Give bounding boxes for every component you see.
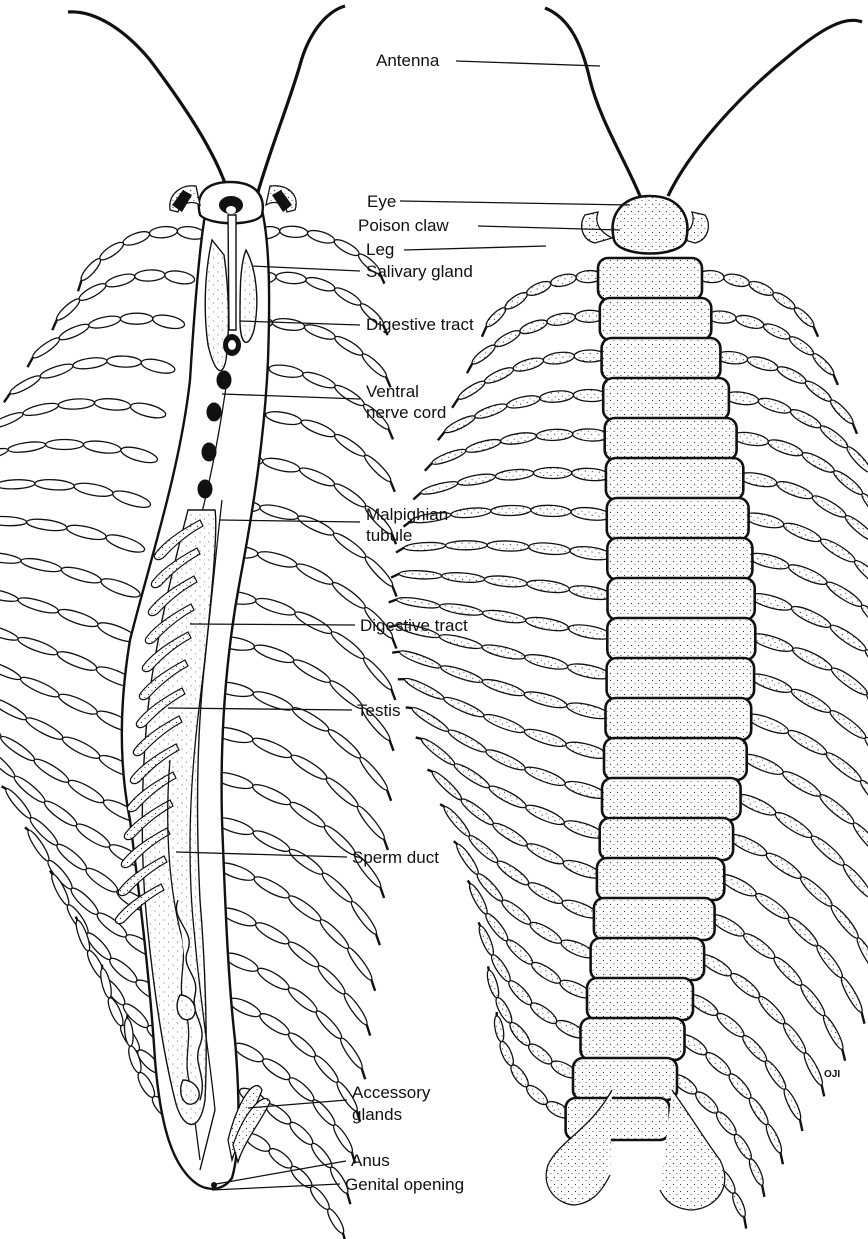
label-ventral-nerve-cord-1: Ventral <box>366 382 419 401</box>
ext-leg-right-18 <box>697 951 825 1097</box>
label-leg: Leg <box>366 240 394 259</box>
trunk-segment-5 <box>605 418 737 460</box>
trunk-segment-8 <box>607 538 752 580</box>
internal-view <box>0 6 397 1239</box>
ext-leg-right-19 <box>686 991 804 1131</box>
leg-left-6 <box>0 439 159 467</box>
poison-claw-left-ext <box>582 212 612 243</box>
leg-left-3 <box>28 313 186 368</box>
trunk-segment-1 <box>598 258 702 300</box>
leg-left-7 <box>0 478 152 510</box>
artist-signature: OJI <box>824 1069 840 1080</box>
ext-leg-right-17 <box>708 911 846 1061</box>
anus-marker <box>211 1182 217 1188</box>
leg-left-9 <box>0 548 142 600</box>
label-testis: Testis <box>357 701 400 720</box>
right-antennae <box>545 8 862 196</box>
label-accessory-glands-2: glands <box>352 1105 402 1124</box>
label-eye: Eye <box>367 192 396 211</box>
trunk-segment-7 <box>607 498 749 540</box>
trunk-segment-10 <box>607 618 755 660</box>
label-poison-claw: Poison claw <box>358 216 449 235</box>
trunk-segment-21 <box>573 1058 677 1100</box>
label-malpighian-tubule-2: tubule <box>366 526 412 545</box>
trunk-segment-9 <box>608 578 755 620</box>
trunk-segment-17 <box>594 898 715 940</box>
ext-leg-right-15 <box>726 831 868 986</box>
ext-leg-right-16 <box>718 871 865 1024</box>
trunk-segment-6 <box>606 458 743 500</box>
trunk-segment-15 <box>600 818 733 860</box>
foregut-tube <box>228 215 236 330</box>
leg-right-15 <box>215 859 375 991</box>
trunk-segment-4 <box>603 378 729 420</box>
leg-right-16 <box>218 904 370 1035</box>
leg-right-17 <box>222 949 365 1079</box>
label-ventral-nerve-cord-2: nerve cord <box>366 403 446 422</box>
ext-leg-left-5 <box>425 428 609 471</box>
leg-left-8 <box>0 516 146 556</box>
label-accessory-glands-1: Accessory <box>352 1083 431 1102</box>
label-sperm-duct: Sperm duct <box>352 848 439 867</box>
label-salivary-gland: Salivary gland <box>366 262 473 281</box>
leg-right-14 <box>213 814 380 945</box>
ext-leg-left-8 <box>396 540 612 562</box>
trunk-segment-19 <box>587 978 693 1020</box>
trunk-segment-18 <box>591 938 705 980</box>
label-digestive-tract-upper: Digestive tract <box>366 315 474 334</box>
ext-leg-right-2 <box>707 310 838 385</box>
label-anus: Anus <box>351 1151 390 1170</box>
label-digestive-tract-lower: Digestive tract <box>360 616 468 635</box>
trunk-segment-12 <box>606 698 752 740</box>
trunk-segment-2 <box>600 298 712 340</box>
label-malpighian-tubule-1: Malpighian <box>366 505 448 524</box>
trunk-segment-14 <box>602 778 741 820</box>
label-antenna: Antenna <box>376 51 440 70</box>
trunk-segment-20 <box>581 1018 685 1060</box>
ext-leg-left-9 <box>391 570 612 602</box>
leg-left-5 <box>0 397 167 435</box>
trunk-segment-13 <box>604 738 747 780</box>
trunk-segment-11 <box>607 658 755 700</box>
label-genital-opening: Genital opening <box>345 1175 464 1194</box>
left-antennae <box>68 6 345 192</box>
ext-leg-left-6 <box>413 467 610 500</box>
trunk-segment-3 <box>602 338 721 380</box>
trunk-segment-16 <box>597 858 724 900</box>
